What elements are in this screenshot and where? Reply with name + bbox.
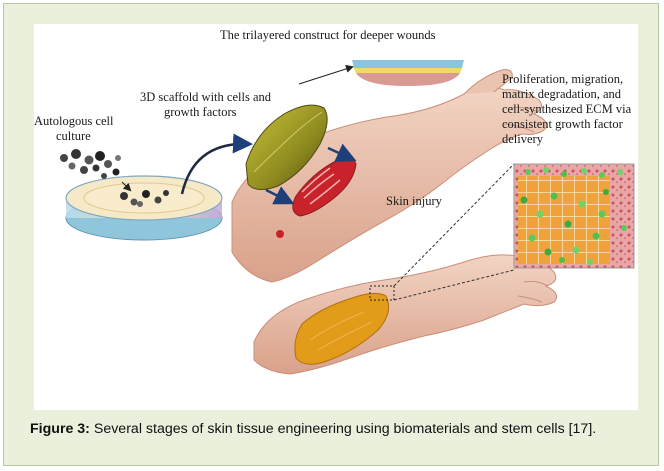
label-scaffold-line1: 3D scaffold with cells and [140,90,271,105]
figure-caption-text: Several stages of skin tissue engineerin… [90,421,596,437]
label-proliferation-line4: consistent growth factor [502,117,623,132]
label-proliferation-line1: Proliferation, migration, [502,72,623,87]
label-proliferation-line5: delivery [502,132,543,147]
label-proliferation-line2: matrix degradation, and [502,87,621,102]
ecm-inset [514,164,634,268]
figure-caption: Figure 3: Several stages of skin tissue … [30,420,642,439]
petri-dish [66,176,222,240]
figure-caption-label: Figure 3: [30,421,90,437]
label-skin-injury: Skin injury [386,194,442,209]
construct-pointer-arrow [299,67,352,84]
trilayer-construct [352,60,464,86]
figure-illustration: The trilayered construct for deeper woun… [34,24,638,410]
autologous-cells [60,149,121,179]
label-autologous-line2: culture [56,129,91,144]
label-proliferation-line3: cell-synthesized ECM via [502,102,631,117]
label-trilayered-construct: The trilayered construct for deeper woun… [220,28,436,43]
label-scaffold-line2: growth factors [164,105,237,120]
figure-frame: The trilayered construct for deeper woun… [3,3,659,466]
label-autologous-line1: Autologous cell [34,114,114,129]
